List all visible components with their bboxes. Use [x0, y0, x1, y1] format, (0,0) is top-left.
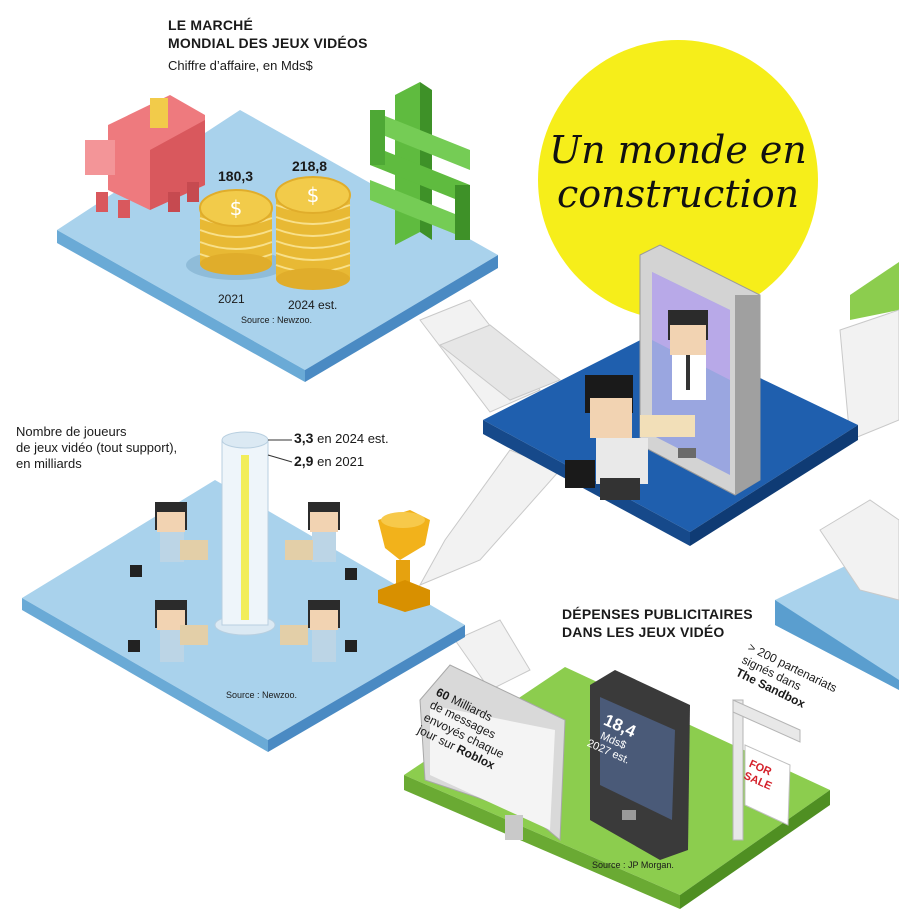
players-suffix-2021: en 2021 [317, 454, 365, 469]
phone-character [668, 310, 708, 400]
coin-stack-2021: $ [186, 189, 286, 280]
player-character [565, 375, 695, 500]
ads-title-line1: DÉPENSES PUBLICITAIRES [562, 606, 753, 622]
market-subtitle: Chiffre d’affaire, en Mds$ [168, 58, 313, 73]
players-2024-row: 3,3 en 2024 est. [294, 430, 389, 446]
staircase-4 [819, 309, 899, 601]
tablet-icon [590, 670, 690, 860]
staircase-3 [454, 619, 531, 691]
players-label-line3: en milliards [16, 456, 82, 471]
players-2021-row: 2,9 en 2021 [294, 453, 364, 469]
players-label-line2: de jeux vidéo (tout support), [16, 440, 178, 455]
market-value-2021: 180,3 [218, 168, 254, 184]
main-title: Un monde en construction [549, 128, 807, 216]
pixel-dollar-icon [370, 82, 470, 245]
platform-right-green [850, 262, 899, 320]
trophy-icon [378, 510, 430, 612]
players-value-2021: 2,9 [294, 453, 314, 469]
piggy-bank-icon [85, 95, 205, 218]
staircase-1 [419, 299, 561, 413]
gamer-figures [128, 502, 357, 662]
coin-stack-2024: $ [275, 176, 351, 290]
market-label-2021: 2021 [218, 292, 245, 306]
market-title-line1: LE MARCHÉ [168, 17, 254, 33]
ads-title-line2: DANS LES JEUX VIDÉO [562, 624, 725, 640]
market-value-2024: 218,8 [292, 158, 328, 174]
svg-text:$: $ [230, 196, 243, 220]
players-label-line1: Nombre de joueurs [16, 424, 127, 439]
market-title-line2: MONDIAL DES JEUX VIDÉOS [168, 35, 368, 51]
svg-text:$: $ [307, 183, 320, 207]
players-gauge-tube [214, 431, 293, 636]
ads-source: Source : JP Morgan. [592, 860, 674, 870]
market-source: Source : Newzoo. [241, 315, 313, 325]
for-sale-sign [732, 699, 801, 841]
staircase-2 [418, 449, 561, 587]
players-value-2024: 3,3 [294, 430, 314, 446]
market-label-2024: 2024 est. [288, 298, 338, 312]
players-suffix-2024: en 2024 est. [317, 431, 389, 446]
billboard [419, 664, 566, 842]
players-source: Source : Newzoo. [226, 690, 298, 700]
yellow-sun [538, 40, 818, 320]
